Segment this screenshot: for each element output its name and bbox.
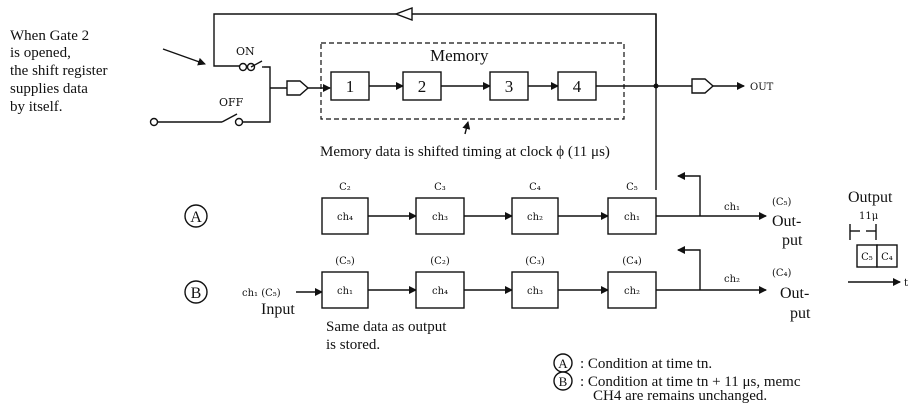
svg-text:B: B xyxy=(191,285,202,302)
svg-text:ch₁ (C₅): ch₁ (C₅) xyxy=(242,288,281,299)
row-a-cell-3 xyxy=(511,197,559,235)
row-a: A C₂ ch₄ C₃ ch₃ C₄ ch₂ C₅ ch₁ ch₁ (C₅) O… xyxy=(184,172,803,249)
svg-text:When Gate 2: When Gate 2 xyxy=(10,28,89,44)
output-timing: Output 11μ C₅ C₄ t xyxy=(848,189,908,289)
svg-text:A: A xyxy=(558,356,568,371)
svg-text:Input: Input xyxy=(261,301,295,318)
gate-note: When Gate 2 is opened, the shift registe… xyxy=(10,28,107,115)
svg-text:ch₂: ch₂ xyxy=(527,212,543,223)
memory-cell-1: 1 xyxy=(330,71,370,101)
off-switch xyxy=(149,88,271,127)
svg-text:(C₂): (C₂) xyxy=(430,256,450,267)
svg-text:1: 1 xyxy=(346,77,355,96)
svg-text:4: 4 xyxy=(573,77,582,96)
svg-text:(C₄): (C₄) xyxy=(622,256,642,267)
memory-cell-2: 2 xyxy=(402,71,442,101)
memory-cell-3: 3 xyxy=(489,71,529,101)
svg-text:the shift register: the shift register xyxy=(10,63,107,79)
svg-text:is stored.: is stored. xyxy=(326,337,380,353)
svg-text:Same data as output: Same data as output xyxy=(326,319,447,335)
svg-text:: Condition at time tn.: : Condition at time tn. xyxy=(580,356,712,372)
marker-b xyxy=(184,280,208,304)
row-b-cell-1 xyxy=(321,271,369,309)
clock-note: Memory data is shifted timing at clock ϕ… xyxy=(320,144,610,160)
svg-text:ch₂: ch₂ xyxy=(624,286,640,297)
feedback-buffer xyxy=(394,6,413,22)
svg-text:ch₂: ch₂ xyxy=(724,274,740,285)
input-buffer xyxy=(286,80,310,96)
svg-text:ch₁: ch₁ xyxy=(337,286,353,297)
marker-a xyxy=(184,204,208,228)
memory-title: Memory xyxy=(430,46,489,65)
svg-text:(C₃): (C₃) xyxy=(525,256,545,267)
svg-text:: Condition at time tn + 11 μ: : Condition at time tn + 11 μs, memc xyxy=(580,374,801,390)
svg-text:Out-: Out- xyxy=(780,285,809,302)
svg-text:ch₁: ch₁ xyxy=(624,212,640,223)
output-buffer xyxy=(691,78,715,94)
svg-text:ch₃: ch₃ xyxy=(432,212,448,223)
svg-text:ch₁: ch₁ xyxy=(724,202,740,213)
svg-text:supplies data: supplies data xyxy=(10,81,88,97)
row-a-cell-4 xyxy=(607,197,657,235)
svg-text:3: 3 xyxy=(505,77,514,96)
svg-text:B: B xyxy=(559,374,568,389)
svg-text:C₂: C₂ xyxy=(339,182,351,193)
legend: A : Condition at time tn. B : Condition … xyxy=(553,353,801,403)
svg-text:(C₄): (C₄) xyxy=(772,268,792,279)
row-b: B ch₁ (C₅) Input (C₅) ch₁ (C₂) ch₄ (C₃) … xyxy=(184,246,811,353)
svg-text:2: 2 xyxy=(418,77,427,96)
svg-text:C₅: C₅ xyxy=(861,252,873,263)
off-label: OFF xyxy=(219,96,244,109)
svg-text:(C₅): (C₅) xyxy=(335,256,355,267)
svg-text:ch₄: ch₄ xyxy=(432,286,448,297)
row-b-cell-3 xyxy=(511,271,559,309)
svg-text:C₄: C₄ xyxy=(881,252,893,263)
memory-cell-4: 4 xyxy=(557,71,597,101)
svg-text:C₄: C₄ xyxy=(529,182,541,193)
memory-region xyxy=(320,42,625,120)
svg-text:11μ: 11μ xyxy=(859,211,879,222)
svg-text:C₅: C₅ xyxy=(626,182,638,193)
svg-text:(C₅): (C₅) xyxy=(772,197,792,208)
svg-text:C₃: C₃ xyxy=(434,182,446,193)
svg-text:is opened,: is opened, xyxy=(10,45,71,61)
out-label: OUT xyxy=(750,82,774,93)
on-switch xyxy=(238,60,271,88)
top-circuit: Memory 1 2 3 4 OUT ON OFF W xyxy=(10,6,774,190)
svg-text:put: put xyxy=(790,305,811,322)
feedback-loop xyxy=(213,13,657,190)
svg-text:put: put xyxy=(782,232,803,249)
on-label: ON xyxy=(236,45,255,58)
svg-text:ch₄: ch₄ xyxy=(337,212,353,223)
svg-text:Out-: Out- xyxy=(772,213,801,230)
svg-text:by itself.: by itself. xyxy=(10,99,63,115)
svg-text:t: t xyxy=(904,278,908,289)
row-a-cell-1 xyxy=(321,197,369,235)
svg-text:A: A xyxy=(190,209,202,226)
svg-text:ch₃: ch₃ xyxy=(527,286,543,297)
row-b-cell-4 xyxy=(607,271,657,309)
svg-text:Output: Output xyxy=(848,189,893,206)
svg-text:CH4 are remains unchanged.: CH4 are remains unchanged. xyxy=(593,388,767,403)
